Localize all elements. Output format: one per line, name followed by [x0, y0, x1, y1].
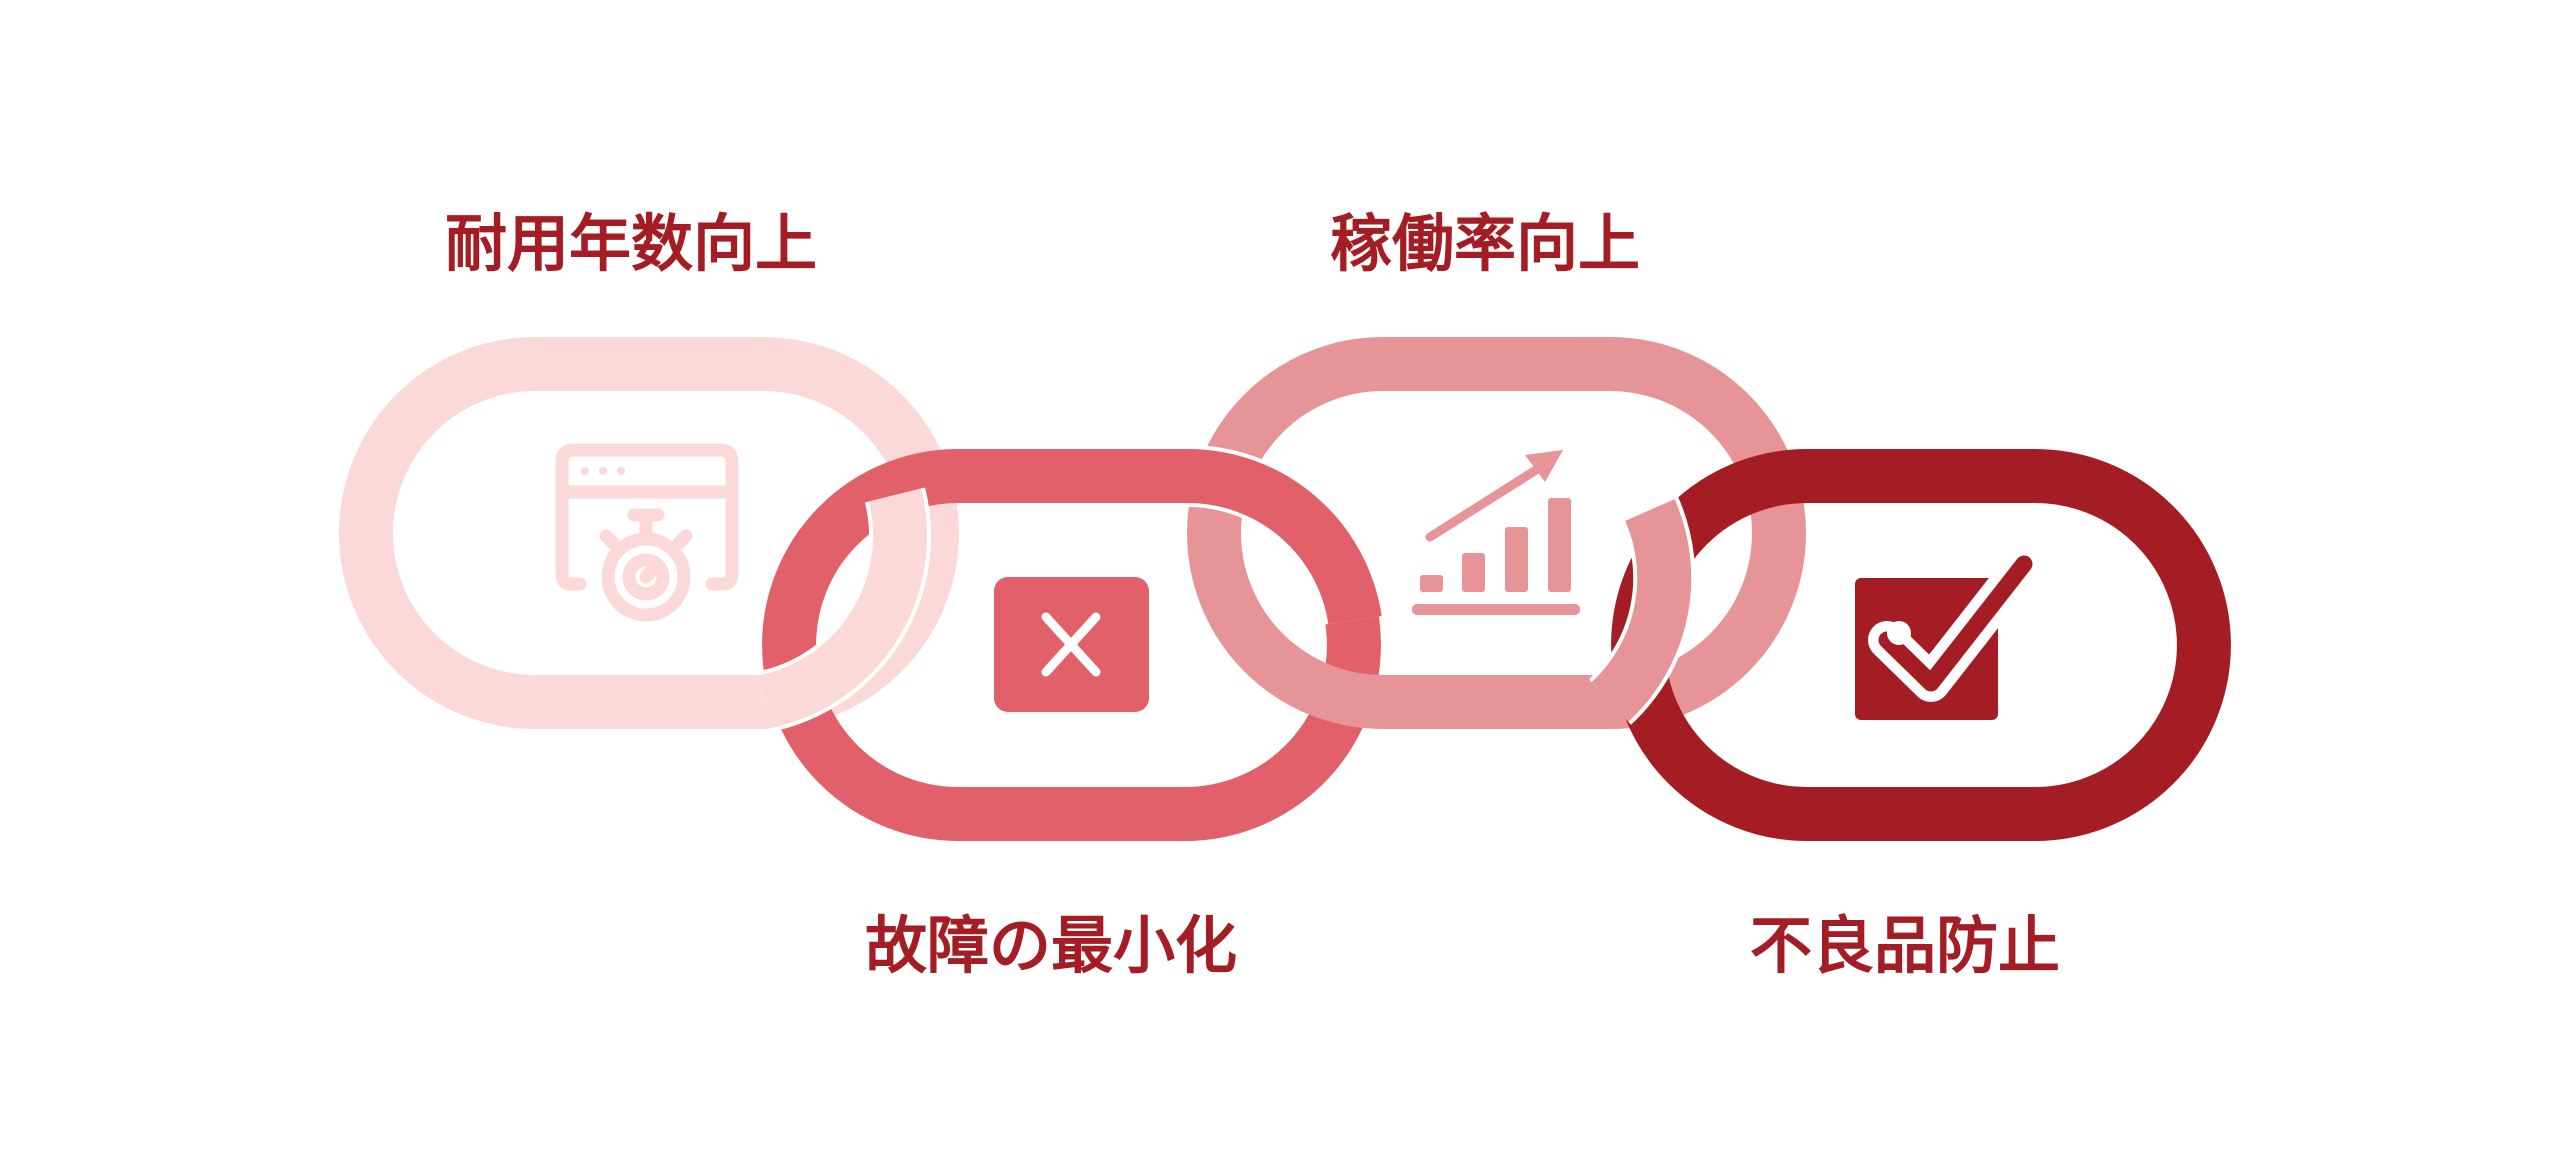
link-label-defect-prevention: 不良品防止: [1750, 909, 2061, 982]
link-label-uptime: 稼働率向上: [1330, 207, 1641, 280]
x-mark-icon: [994, 577, 1149, 712]
browser-stopwatch-icon: [555, 443, 739, 622]
link-label-failure-minimization: 故障の最小化: [865, 909, 1238, 982]
checkbox-check-icon: [1855, 545, 2043, 720]
growth-bar-chart-icon: [1412, 450, 1580, 615]
link-label-durability: 耐用年数向上: [445, 207, 818, 280]
